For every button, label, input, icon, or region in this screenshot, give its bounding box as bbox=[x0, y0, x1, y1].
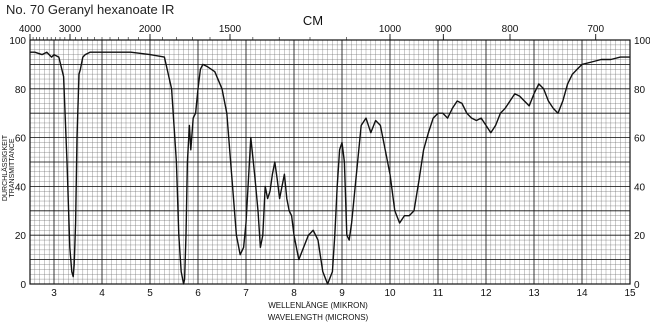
top-tick-label: 800 bbox=[502, 24, 519, 35]
top-tick-label: 700 bbox=[587, 24, 604, 35]
top-tick-label: 2000 bbox=[139, 24, 162, 35]
x-tick-label: 12 bbox=[480, 288, 492, 299]
top-tick-label: 1500 bbox=[219, 24, 242, 35]
chart-title: No. 70 Geranyl hexanoate IR bbox=[6, 2, 175, 17]
x-tick-label: 6 bbox=[195, 288, 201, 299]
y-tick-label-right: 0 bbox=[634, 280, 640, 291]
x-tick-label: 7 bbox=[243, 288, 249, 299]
x-tick-label: 10 bbox=[384, 288, 396, 299]
x-tick-label: 3 bbox=[51, 288, 57, 299]
y-tick-label-left: 60 bbox=[15, 134, 27, 145]
spectrum-line bbox=[30, 51, 630, 285]
top-axis-unit-label: CM bbox=[303, 13, 323, 28]
x-tick-label: 15 bbox=[624, 288, 636, 299]
x-tick-label: 11 bbox=[433, 288, 444, 299]
y-tick-label-right: 80 bbox=[634, 85, 646, 96]
x-tick-label: 14 bbox=[576, 288, 588, 299]
x-tick-label: 13 bbox=[528, 288, 540, 299]
bottom-x-axis: 3 4 5 6 7 8 9 10 11 12 13 14 15 bbox=[51, 288, 636, 299]
y-tick-label-left: 0 bbox=[20, 280, 26, 291]
y-tick-label-left: 20 bbox=[15, 231, 27, 242]
y-tick-label-left: 40 bbox=[15, 182, 27, 193]
y-tick-label-right: 20 bbox=[634, 231, 646, 242]
y-tick-label-right: 60 bbox=[634, 134, 646, 145]
x-tick-label: 9 bbox=[339, 288, 345, 299]
x-axis-label-english: WAVELENGTH (MICRONS) bbox=[268, 313, 369, 322]
x-tick-label: 4 bbox=[99, 288, 105, 299]
top-tick-label: 3000 bbox=[59, 24, 82, 35]
y-tick-label-left: 80 bbox=[15, 85, 27, 96]
top-tick-label: 4000 bbox=[19, 24, 42, 35]
x-tick-label: 5 bbox=[147, 288, 153, 299]
y-tick-label-right: 40 bbox=[634, 182, 646, 193]
x-tick-label: 8 bbox=[291, 288, 297, 299]
y-tick-label-left: 100 bbox=[9, 36, 26, 47]
y-axis-label-small: DURCHLÄSSIGKEIT bbox=[1, 134, 9, 201]
top-tick-label: 900 bbox=[435, 24, 452, 35]
right-y-axis: 0 20 40 60 80 100 bbox=[634, 36, 650, 291]
plot-frame bbox=[29, 39, 631, 285]
left-y-axis: 0 20 40 60 80 100 bbox=[9, 36, 26, 291]
y-tick-label-right: 100 bbox=[634, 36, 650, 47]
x-axis-label-german: WELLENLÄNGE (MIKRON) bbox=[268, 301, 368, 310]
top-tick-label: 1000 bbox=[379, 24, 402, 35]
y-axis-label: TRANSMITTANCE bbox=[9, 138, 16, 197]
major-grid bbox=[30, 39, 631, 285]
top-wavenumber-axis: 4000 3000 2000 1500 1000 900 800 700 bbox=[19, 24, 604, 40]
